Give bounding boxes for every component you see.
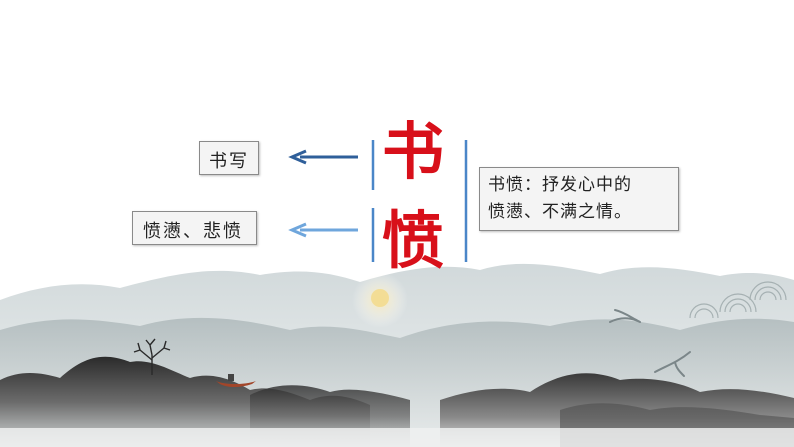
definition-line-1: 书愤：抒发心中的 xyxy=(488,175,632,195)
label-shuxie-text: 书写 xyxy=(209,151,249,172)
definition-box: 书愤：抒发心中的 愤懑、不满之情。 xyxy=(479,167,679,231)
definition-line-2: 愤懑、不满之情。 xyxy=(488,202,632,222)
arrow-to-fenmen xyxy=(288,222,358,238)
flying-crane xyxy=(609,309,691,377)
arrow-to-shuxie xyxy=(288,149,358,165)
title-char-fen: 愤 xyxy=(382,204,445,277)
label-shuxie: 书写 xyxy=(199,141,259,175)
fishing-boat xyxy=(216,374,256,387)
bare-tree xyxy=(133,338,171,375)
label-fenmen-text: 愤懑、悲愤 xyxy=(143,221,243,242)
cloud-swirl-ornament xyxy=(689,281,787,319)
label-fenmen: 愤懑、悲愤 xyxy=(132,211,257,245)
title-char-shu: 书 xyxy=(382,115,445,188)
